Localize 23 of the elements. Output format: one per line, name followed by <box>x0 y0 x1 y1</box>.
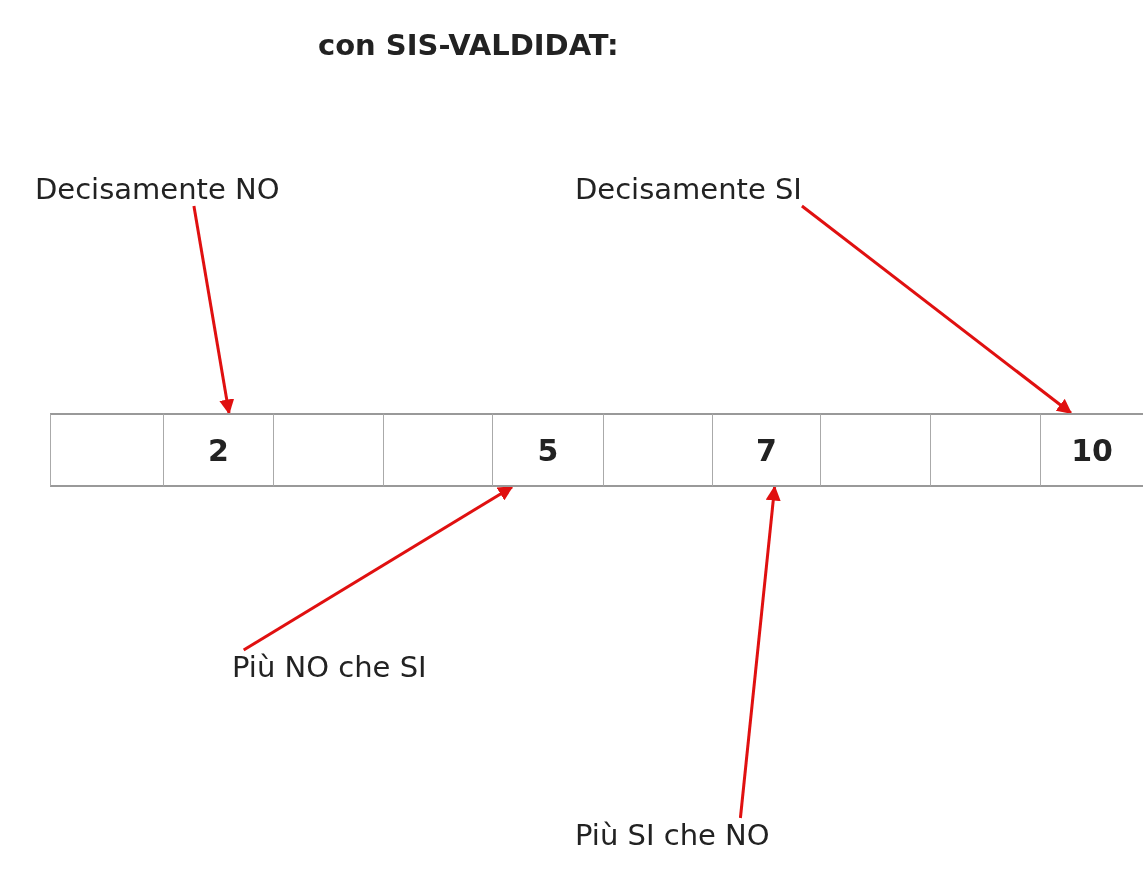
arrow <box>801 204 1073 415</box>
scale-cell <box>163 413 273 487</box>
scale-cell <box>1040 413 1143 487</box>
scale-cell <box>820 413 930 487</box>
scale-cell <box>492 413 603 487</box>
scale-cell <box>50 413 163 487</box>
arrow <box>738 485 781 819</box>
scale-number: 2 <box>208 432 229 468</box>
annotation-label: Decisamente SI <box>575 172 802 206</box>
scale-cell <box>383 413 492 487</box>
arrow <box>192 205 235 415</box>
scale-cell <box>603 413 712 487</box>
scale-cell <box>712 413 820 487</box>
scale-number: 5 <box>537 432 559 468</box>
arrow <box>242 485 514 652</box>
scale-cell <box>273 413 383 487</box>
scale-number: 7 <box>756 432 777 468</box>
annotation-label: Decisamente NO <box>35 172 280 206</box>
annotation-label: Più NO che SI <box>232 650 427 684</box>
scale-number: 10 <box>1071 432 1113 468</box>
scale-cell <box>930 413 1040 487</box>
annotation-label: Più SI che NO <box>575 818 770 852</box>
title: con SIS-VALDIDAT: <box>318 28 619 62</box>
